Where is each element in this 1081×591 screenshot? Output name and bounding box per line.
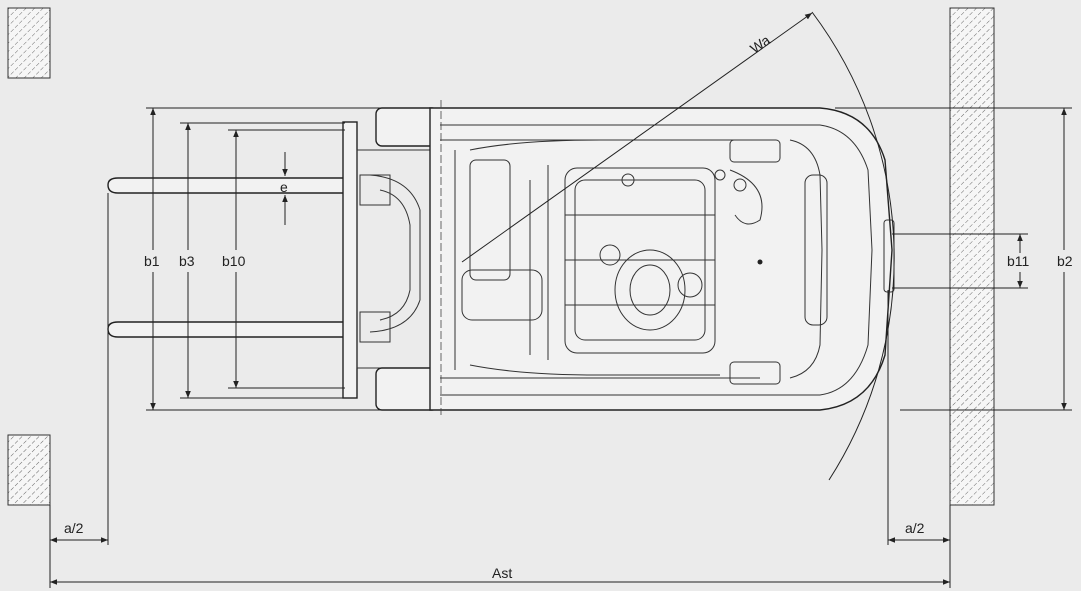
b3-label: b3 xyxy=(179,253,195,269)
b1-dimension: b1 xyxy=(144,107,430,411)
fork-carriage xyxy=(342,121,358,399)
b10-dimension: b10 xyxy=(222,129,345,389)
ast-label: Ast xyxy=(492,565,512,581)
b11-dimension: b11 xyxy=(892,233,1030,289)
b3-dimension: b3 xyxy=(179,122,345,399)
b2-dimension: b2 xyxy=(835,107,1073,411)
fork-upper xyxy=(107,177,347,194)
b1-label: b1 xyxy=(144,253,160,269)
rack-wall-right xyxy=(949,7,995,506)
forklift-top-view xyxy=(107,100,895,415)
a-half-right-dimension: a/2 xyxy=(887,290,951,588)
turning-arc xyxy=(811,11,895,481)
b2-label: b2 xyxy=(1057,253,1073,269)
b11-label: b11 xyxy=(1007,253,1030,269)
rack-block-bottom-left xyxy=(7,434,51,506)
wa-radius-line xyxy=(461,12,813,263)
wa-label: Wa xyxy=(747,32,773,57)
e-label: e xyxy=(280,179,288,195)
chassis xyxy=(429,107,893,411)
a-half-left-label: a/2 xyxy=(64,520,84,536)
rack-block-top-left xyxy=(7,7,51,79)
a-half-left-dimension: a/2 xyxy=(49,193,109,588)
e-dimension: e xyxy=(280,152,288,225)
fork-lower xyxy=(107,321,347,338)
b10-label: b10 xyxy=(222,253,246,269)
ast-dimension: Ast xyxy=(50,565,950,585)
a-half-right-label: a/2 xyxy=(905,520,925,536)
